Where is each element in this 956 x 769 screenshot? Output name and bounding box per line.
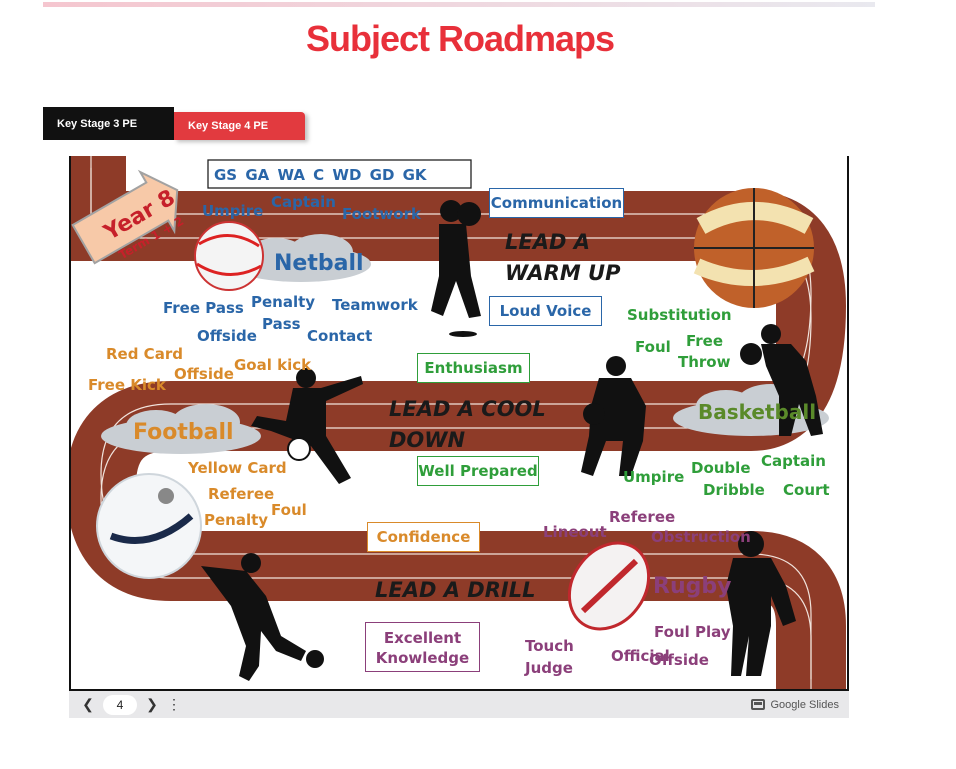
- basketball-term-court: Court: [783, 481, 830, 499]
- rugby-term-foul-play: Foul Play: [654, 623, 731, 641]
- slides-toolbar: ❮ 4 ❯ ⋮ Google Slides: [69, 691, 849, 718]
- slides-icon: [750, 699, 765, 710]
- quality-knowledge: Knowledge: [375, 649, 470, 667]
- rugby-term-judge: Judge: [525, 659, 573, 677]
- top-divider: [43, 2, 875, 7]
- quality-confidence: Confidence: [367, 522, 480, 552]
- netball-term-umpire: Umpire: [202, 202, 264, 220]
- basketball-title: Basketball: [698, 400, 817, 424]
- quality-loud-voice: Loud Voice: [489, 296, 602, 326]
- rugby-term-referee: Referee: [609, 508, 676, 526]
- football-cloud: [101, 404, 261, 454]
- football-term-free-kick: Free Kick: [88, 376, 166, 394]
- basketball-term-free: Free: [686, 332, 724, 350]
- lead-warm-up-line-1: LEAD A: [505, 230, 590, 254]
- quality-communication: Communication: [489, 188, 624, 218]
- netball-term-offside: Offside: [197, 327, 257, 345]
- basketball-term-double: Double: [691, 459, 751, 477]
- football-ball: [96, 473, 202, 579]
- basketball-term-throw: Throw: [678, 353, 731, 371]
- basketball-term-captain: Captain: [761, 452, 826, 470]
- rugby-term-offside: Offside: [649, 651, 709, 669]
- netball-positions: GS GA WA C WD GD GK: [214, 166, 427, 184]
- netball-title: Netball: [274, 251, 364, 276]
- netball-term-penalty: Penalty: [251, 293, 316, 311]
- quality-excellent-knowledge: Excellent Knowledge: [365, 622, 480, 672]
- basketball-dribble-icon: [581, 356, 646, 476]
- football-title: Football: [133, 420, 234, 445]
- netball-player-icon: [431, 200, 481, 337]
- basketball-term-dribble: Dribble: [703, 481, 765, 499]
- football-term-red-card: Red Card: [106, 345, 183, 363]
- basketball-term-substitution: Substitution: [627, 306, 732, 324]
- roadmap-graphic: [71, 156, 847, 689]
- basketball-shot-icon: [740, 324, 823, 436]
- rugby-term-obstruction: Obstruction: [651, 528, 751, 546]
- lead-cool-down-line-1: LEAD A COOL: [389, 397, 546, 421]
- netball-term-free-pass: Free Pass: [163, 299, 244, 317]
- rugby-title: Rugby: [653, 574, 732, 599]
- quality-enthusiasm: Enthusiasm: [417, 353, 530, 383]
- football-term-goal-kick: Goal kick: [234, 356, 312, 374]
- page-title: Subject Roadmaps: [305, 18, 615, 59]
- basketball-term-foul: Foul: [635, 338, 671, 356]
- lead-drill: LEAD A DRILL: [375, 578, 536, 602]
- lead-cool-down: LEAD A COOL DOWN: [389, 394, 546, 456]
- tab-key-stage-4[interactable]: Key Stage 4 PE: [174, 112, 305, 140]
- lead-warm-up-line-2: WARM UP: [505, 261, 621, 285]
- football-term-yellow-card: Yellow Card: [188, 459, 287, 477]
- rugby-term-official: Official: [611, 647, 670, 665]
- netball-term-captain: Captain: [271, 193, 336, 211]
- rugby-ball: [567, 541, 651, 631]
- netball-term-teamwork: Teamwork: [332, 296, 418, 314]
- google-slides-link[interactable]: Google Slides: [750, 691, 840, 718]
- netball-term-pass: Pass: [262, 315, 301, 333]
- netball-term-contact: Contact: [307, 327, 373, 345]
- footballer-run-icon: [201, 553, 324, 681]
- basketball-ball: [693, 188, 815, 308]
- quality-well-prepared: Well Prepared: [417, 456, 539, 486]
- embedded-slide: GS GA WA C WD GD GK Year 8 Term 1 + 2 Um…: [69, 156, 849, 691]
- football-term-foul: Foul: [271, 501, 307, 519]
- chevron-left-icon[interactable]: ❮: [82, 696, 94, 712]
- netball-ball: [194, 221, 264, 291]
- rugby-term-lineout: Lineout: [543, 523, 607, 541]
- netball-term-footwork: Footwork: [342, 205, 421, 223]
- football-term-referee: Referee: [208, 485, 275, 503]
- google-slides-label: Google Slides: [770, 698, 840, 711]
- tab-key-stage-3[interactable]: Key Stage 3 PE: [43, 107, 174, 140]
- year-badge-arrow: [71, 169, 179, 265]
- athlete-silhouettes: [201, 200, 823, 681]
- page-number-field[interactable]: 4: [103, 694, 137, 715]
- chevron-right-icon[interactable]: ❯: [146, 696, 158, 712]
- more-vert-icon[interactable]: ⋮: [167, 696, 181, 712]
- rugby-player-icon: [726, 531, 796, 676]
- football-term-offside: Offside: [174, 365, 234, 383]
- key-stage-tabs: Key Stage 3 PE Key Stage 4 PE: [43, 107, 305, 140]
- football-term-penalty: Penalty: [204, 511, 269, 529]
- quality-excellent: Excellent: [383, 629, 462, 647]
- rugby-term-touch: Touch: [525, 637, 574, 655]
- lead-cool-down-line-2: DOWN: [389, 428, 466, 452]
- footballer-kick-icon: [251, 368, 363, 484]
- lead-warm-up: LEAD A WARM UP: [505, 227, 621, 289]
- basketball-term-umpire: Umpire: [623, 468, 685, 486]
